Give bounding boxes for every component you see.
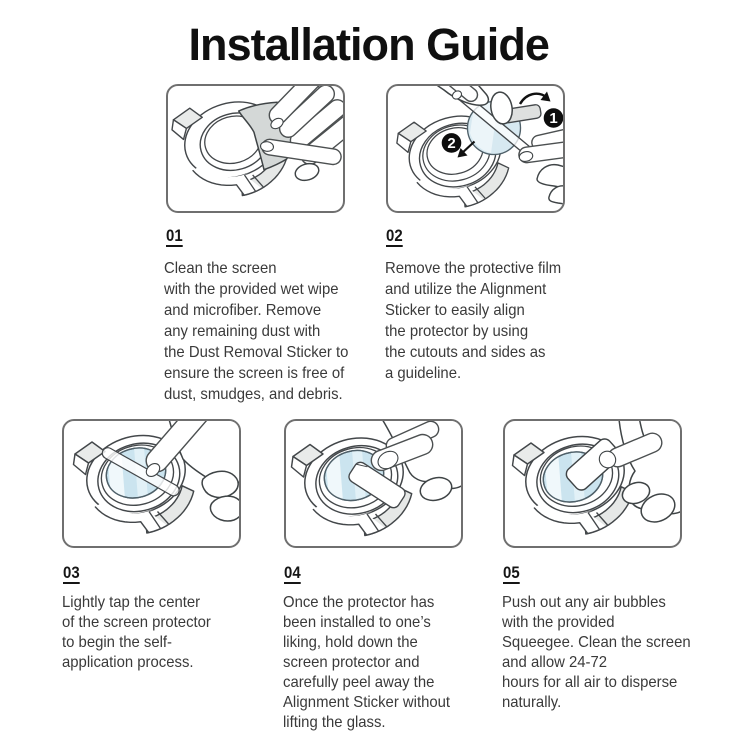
svg-text:2: 2 xyxy=(447,135,455,152)
svg-text:1: 1 xyxy=(549,110,557,127)
